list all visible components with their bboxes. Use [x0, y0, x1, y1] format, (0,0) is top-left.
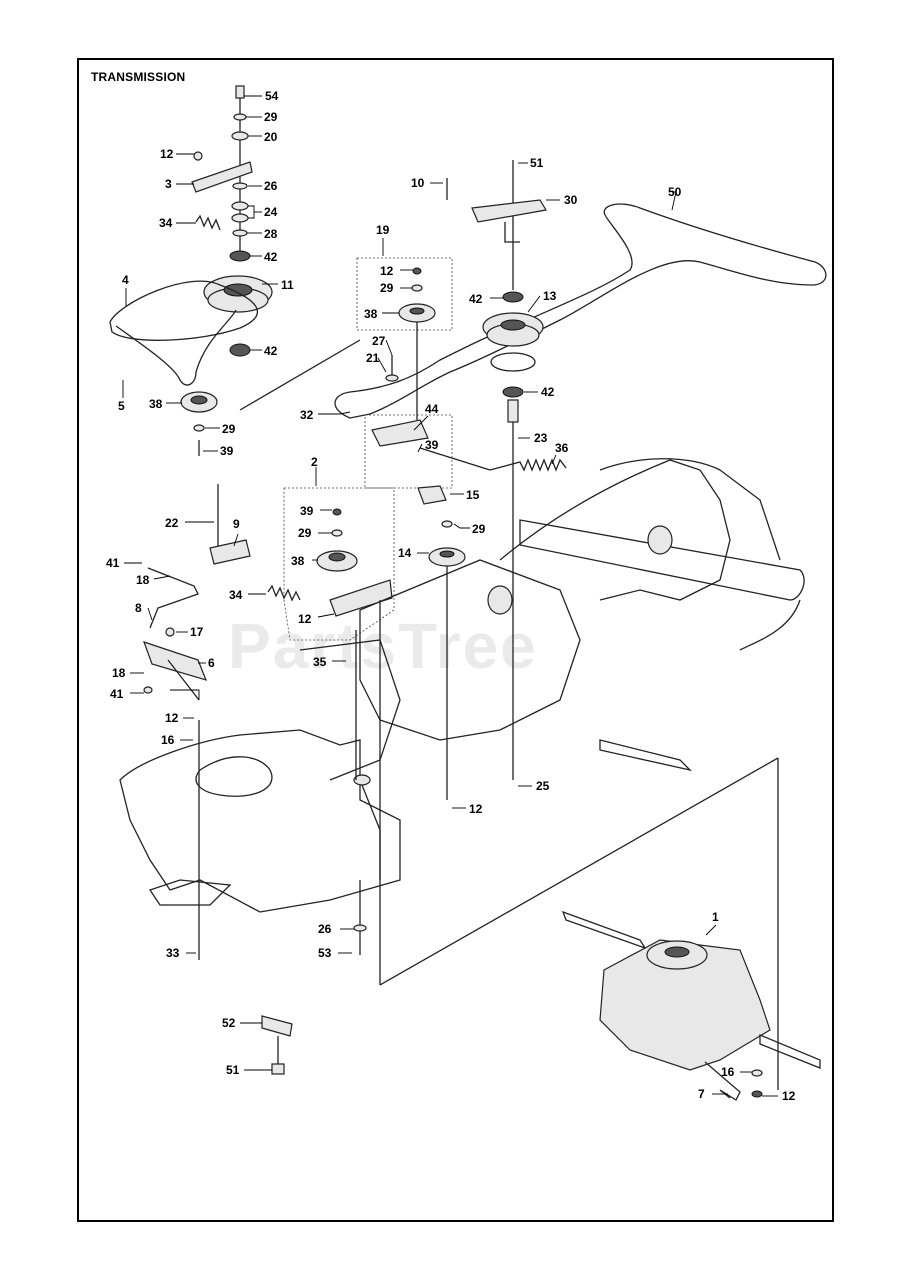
- label-39: 39: [425, 438, 439, 452]
- label-12: 12: [160, 147, 174, 161]
- bracket-52: [261, 1015, 293, 1075]
- label-51: 51: [226, 1063, 240, 1077]
- label-23: 23: [534, 431, 548, 445]
- label-12: 12: [298, 612, 312, 626]
- label-42: 42: [469, 292, 483, 306]
- label-33: 33: [166, 946, 180, 960]
- label-50: 50: [668, 185, 682, 199]
- label-11: 11: [281, 278, 294, 292]
- label-42: 42: [264, 344, 278, 358]
- label-52: 52: [222, 1016, 236, 1030]
- label-34: 34: [229, 588, 243, 602]
- label-42: 42: [541, 385, 555, 399]
- chassis-frame: [119, 458, 805, 955]
- label-6: 6: [208, 656, 215, 670]
- label-39: 39: [300, 504, 314, 518]
- idler-group-2: [267, 485, 466, 800]
- diagram-title: TRANSMISSION: [91, 70, 186, 84]
- label-41: 41: [110, 687, 124, 701]
- label-18: 18: [112, 666, 126, 680]
- label-42: 42: [264, 250, 278, 264]
- label-1: 1: [712, 910, 719, 924]
- part-labels: 54 29 20 12 3 26 24 34 28 42 4 11 42 5 3…: [106, 89, 796, 1103]
- label-12: 12: [165, 711, 179, 725]
- label-19: 19: [376, 223, 390, 237]
- label-39: 39: [220, 444, 234, 458]
- label-12: 12: [380, 264, 394, 278]
- watermark: PartsTree: [228, 610, 538, 682]
- label-16: 16: [161, 733, 175, 747]
- label-53: 53: [318, 946, 332, 960]
- label-54: 54: [265, 89, 279, 103]
- label-16: 16: [721, 1065, 735, 1079]
- label-28: 28: [264, 227, 278, 241]
- label-26: 26: [318, 922, 332, 936]
- label-38: 38: [364, 307, 378, 321]
- label-29: 29: [380, 281, 394, 295]
- leader-lines: [122, 95, 778, 1097]
- label-20: 20: [264, 130, 278, 144]
- label-14: 14: [398, 546, 412, 560]
- label-41: 41: [106, 556, 120, 570]
- linkage-left: [143, 484, 251, 960]
- label-9: 9: [233, 517, 240, 531]
- label-30: 30: [564, 193, 578, 207]
- label-13: 13: [543, 289, 557, 303]
- label-36: 36: [555, 441, 569, 455]
- label-44: 44: [425, 402, 439, 416]
- label-24: 24: [264, 205, 278, 219]
- label-3: 3: [165, 177, 172, 191]
- label-32: 32: [300, 408, 314, 422]
- label-29: 29: [264, 110, 278, 124]
- label-21: 21: [366, 351, 380, 365]
- label-29: 29: [298, 526, 312, 540]
- label-15: 15: [466, 488, 480, 502]
- label-8: 8: [135, 601, 142, 615]
- label-17: 17: [190, 625, 204, 639]
- label-38: 38: [149, 397, 163, 411]
- label-29: 29: [222, 422, 236, 436]
- label-12: 12: [469, 802, 483, 816]
- label-22: 22: [165, 516, 179, 530]
- label-51: 51: [530, 156, 544, 170]
- label-34: 34: [159, 216, 173, 230]
- idler-group-19: [356, 257, 567, 489]
- label-4: 4: [122, 273, 129, 287]
- left-idler-assembly: [109, 85, 361, 456]
- label-29: 29: [472, 522, 486, 536]
- label-2: 2: [311, 455, 318, 469]
- label-35: 35: [313, 655, 327, 669]
- label-12: 12: [782, 1089, 796, 1103]
- diagram-frame: [77, 58, 834, 1222]
- drive-belt-assembly: [334, 160, 827, 780]
- label-18: 18: [136, 573, 150, 587]
- label-25: 25: [536, 779, 550, 793]
- label-26: 26: [264, 179, 278, 193]
- transmission-unit: [379, 600, 821, 1101]
- label-5: 5: [118, 399, 125, 413]
- label-38: 38: [291, 554, 305, 568]
- label-27: 27: [372, 334, 386, 348]
- label-10: 10: [411, 176, 425, 190]
- label-7: 7: [698, 1087, 705, 1101]
